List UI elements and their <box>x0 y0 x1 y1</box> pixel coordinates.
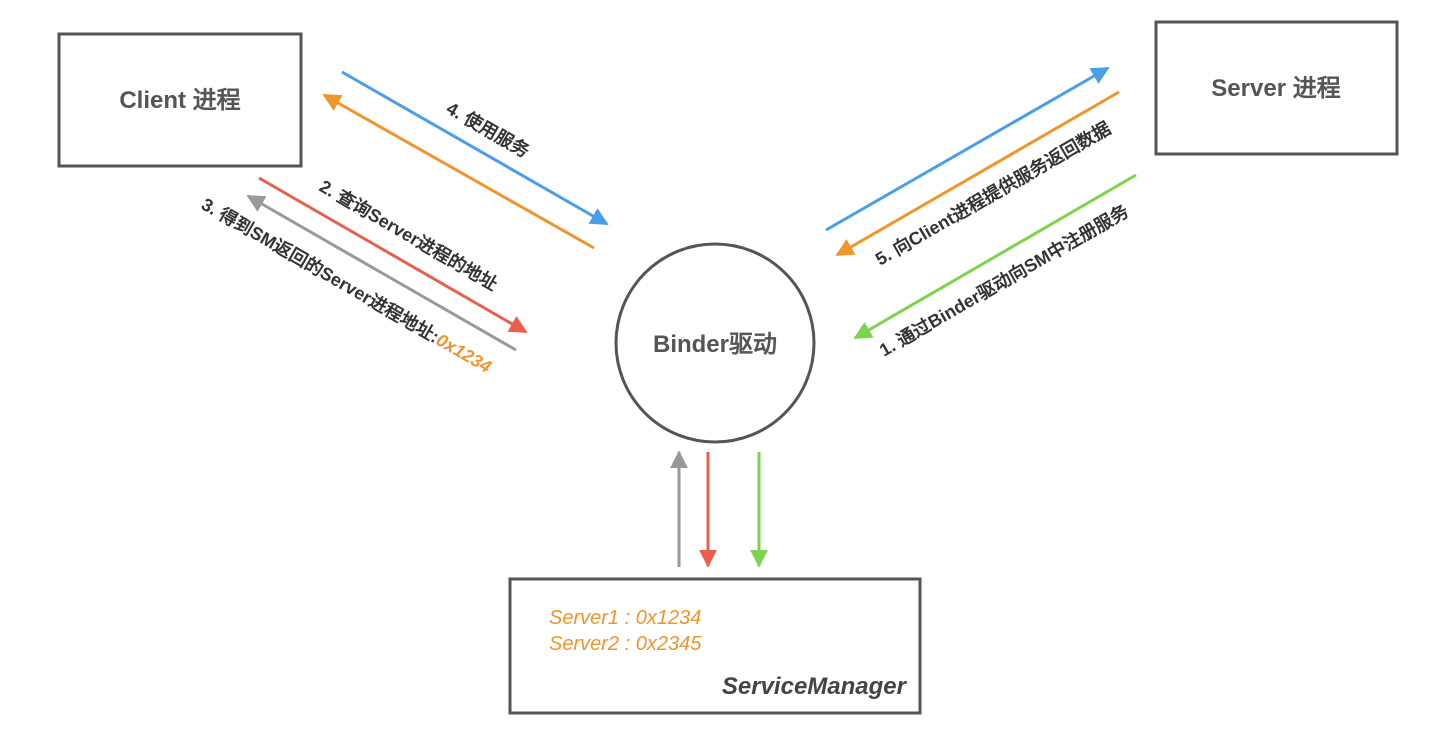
server-process-label: Server 进程 <box>1211 75 1340 102</box>
address-result-arrow <box>246 194 517 352</box>
client-process-label: Client 进程 <box>119 87 240 114</box>
binder-driver-label: Binder驱动 <box>653 331 777 358</box>
query-address-arrow <box>258 176 528 334</box>
server-return-data-arrow <box>835 90 1120 257</box>
binder-driver-circle <box>614 242 816 444</box>
server-process-box <box>1154 20 1399 156</box>
service-manager-entry-2: Server2 : 0x2345 <box>549 633 702 655</box>
register-service-label: 1. 通过Binder驱动向SM中注册服务 <box>876 200 1133 361</box>
service-manager-title: ServiceManager <box>722 673 908 700</box>
binder-driver-node: Binder驱动 <box>614 242 816 444</box>
register-service-arrow <box>853 173 1137 340</box>
service-manager-box <box>508 577 922 715</box>
server-request-arrow <box>825 66 1110 232</box>
address-result-prefix: 3. 得到SM返回的Server进程地址: <box>198 193 443 347</box>
use-service-label: 4. 使用服务 <box>443 97 534 162</box>
client-process-box <box>57 32 303 168</box>
service-manager-entry-1: Server1 : 0x1234 <box>549 607 701 629</box>
service-manager-node: Server1 : 0x1234 Server2 : 0x2345 Servic… <box>508 577 922 715</box>
address-result-value: 0x1234 <box>433 330 495 377</box>
client-return-data-arrow <box>322 93 595 250</box>
server-process-node: Server 进程 <box>1154 20 1399 156</box>
client-process-node: Client 进程 <box>57 32 303 168</box>
use-service-arrow <box>341 70 609 226</box>
address-result-label: 3. 得到SM返回的Server进程地址:0x1234 <box>198 193 495 377</box>
